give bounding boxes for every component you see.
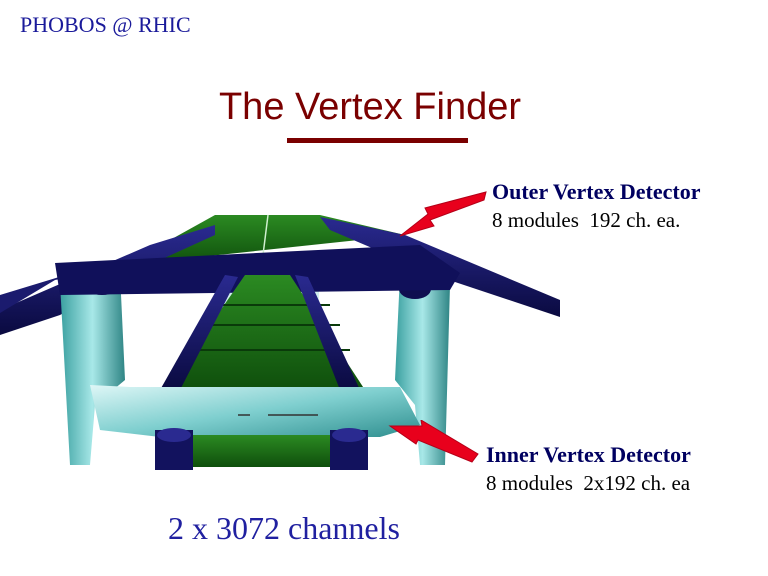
lower-frame [90, 385, 420, 437]
outer-crossbeam [55, 245, 460, 295]
slide-title: The Vertex Finder [218, 86, 522, 128]
inner-detector-label: Inner Vertex Detector 8 modules 2x192 ch… [486, 441, 691, 497]
inner-module-plane [165, 275, 365, 390]
channel-count: 2 x 3072 channels [168, 510, 400, 546]
inner-detector-detail: 8 modules 2x192 ch. ea [486, 471, 691, 495]
outer-detector-detail: 8 modules 192 ch. ea. [492, 208, 681, 232]
inner-rail-right [295, 275, 360, 390]
vertex-detector-render [0, 214, 560, 470]
inner-detector-name: Inner Vertex Detector [486, 442, 691, 467]
inner-pointer-arrow [388, 420, 479, 463]
inner-rail-left [160, 275, 238, 390]
lower-module-plane [175, 435, 365, 467]
left-pillar [60, 273, 125, 465]
title-underline [287, 138, 468, 143]
outer-pointer-arrow [399, 191, 487, 237]
right-pillar [395, 275, 450, 465]
outer-detector-name: Outer Vertex Detector [492, 179, 701, 204]
outer-detector-label: Outer Vertex Detector 8 modules 192 ch. … [492, 178, 701, 234]
header-text: PHOBOS @ RHIC [20, 12, 191, 37]
